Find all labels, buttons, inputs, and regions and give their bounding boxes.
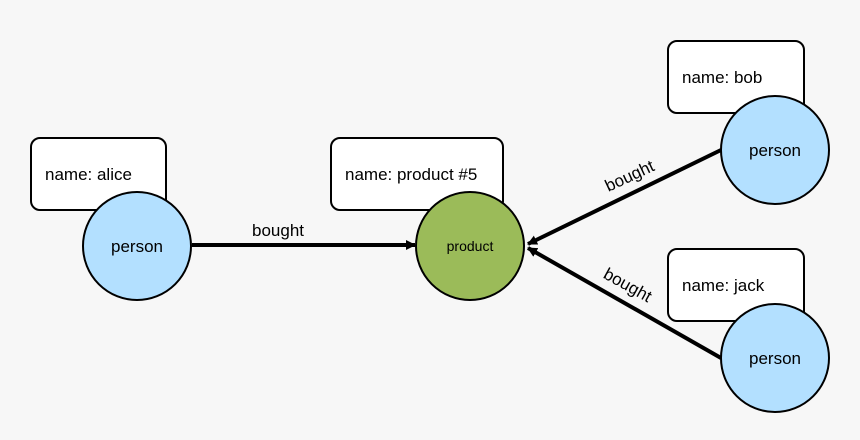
node-bob: person xyxy=(720,95,830,205)
edge-label-jack: bought xyxy=(600,264,655,306)
label-text-product: name: product #5 xyxy=(345,165,477,184)
label-text-jack: name: jack xyxy=(682,276,765,295)
edge-label-alice: bought xyxy=(252,221,304,240)
label-text-bob: name: bob xyxy=(682,68,762,87)
node-label-product: product xyxy=(447,238,494,254)
label-box-jack: name: jack xyxy=(667,248,805,322)
edge-alice-to-product: bought xyxy=(192,221,416,250)
node-jack: person xyxy=(720,303,830,413)
edge-bob-to-product: bought xyxy=(527,148,722,246)
label-text-alice: name: alice xyxy=(45,165,132,184)
node-label-jack: person xyxy=(749,349,801,368)
node-label-bob: person xyxy=(749,141,801,160)
node-label-alice: person xyxy=(111,237,163,256)
node-alice: person xyxy=(82,191,192,301)
label-box-bob: name: bob xyxy=(667,40,805,114)
node-product: product xyxy=(415,191,525,301)
edge-label-bob: bought xyxy=(602,156,657,195)
